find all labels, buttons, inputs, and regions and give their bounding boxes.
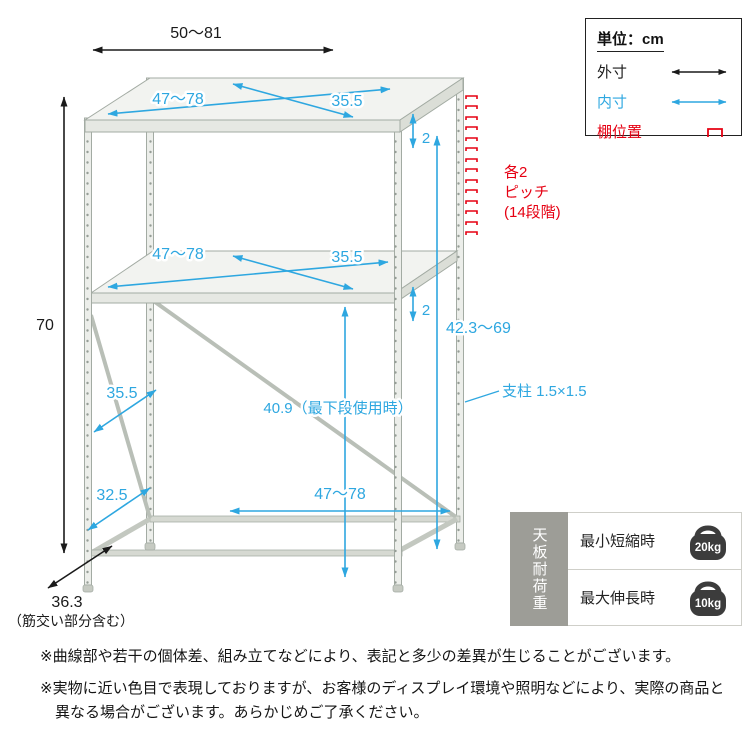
- dim-inner-height: 42.3〜69: [446, 320, 511, 337]
- rack-middle-shelf: [89, 250, 459, 304]
- rack-post-front-right: [394, 117, 402, 586]
- dim-mid-inner-width: 47〜78: [152, 246, 204, 263]
- dim-side-inner-depth: 32.5: [96, 487, 127, 504]
- dim-line-side-inner-depth: [87, 487, 151, 531]
- dim-side-depth: 35.5: [106, 385, 137, 402]
- dim-top-outer-width: 50〜81: [170, 25, 222, 42]
- post-size-leader-line: [464, 390, 500, 403]
- load-row-max-label: 最大伸長時: [580, 589, 656, 607]
- load-row-min: 最小短縮時 20kg: [568, 513, 741, 569]
- shelf-position-marks: [465, 95, 478, 235]
- load-row-min-weight: 20kg: [695, 542, 721, 554]
- rack-bottom-bar-left: [89, 516, 152, 556]
- rack-cross-brace-back: [153, 300, 458, 519]
- load-row-min-label: 最小短縮時: [580, 533, 656, 551]
- pitch-label-line3: (14段階): [504, 204, 561, 221]
- dim-line-top-depth: [232, 83, 354, 118]
- dim-total-height: 70: [36, 317, 54, 334]
- rack-dimension-diagram: 50〜81 70 36.3 （筋交い部分含む） 47〜78 35.5 2 47〜…: [8, 25, 587, 629]
- dim-under-shelf-height: 40.9（最下段使用時）: [263, 400, 412, 417]
- post-size-label: 支柱 1.5×1.5: [502, 383, 587, 400]
- unit-legend-box: 単位：cm 外寸 内寸 棚位置: [585, 18, 742, 141]
- rack-bottom-bar-right: [393, 516, 459, 556]
- load-capacity-header-line1: 天板: [530, 526, 548, 561]
- dim-line-mid-depth: [232, 255, 354, 290]
- rack-post-back-right: [456, 77, 464, 544]
- dim-mid-depth: 35.5: [331, 249, 362, 266]
- dim-top-thickness: 2: [422, 130, 430, 147]
- kettlebell-weight-icon: 20kg: [690, 525, 726, 560]
- rack-post-front-left: [84, 117, 92, 586]
- inner-dimension-label: 内寸: [597, 94, 628, 111]
- outer-dimension-arrow-icon: [671, 68, 727, 75]
- dim-line-side-depth: [93, 389, 157, 433]
- dim-base-depth: 36.3: [51, 594, 82, 611]
- footnote-2: ※実物に近い色目で表現しておりますが、お客様のディスプレイ環境や照明などにより、…: [40, 680, 725, 721]
- dim-top-depth: 35.5: [331, 93, 362, 110]
- unit-label: 単位：cm: [597, 28, 664, 52]
- rack-post-back-left: [146, 77, 154, 544]
- load-capacity-header-line2: 耐荷重: [530, 560, 548, 612]
- rack-bottom-bar-back: [149, 515, 461, 523]
- pitch-label-line1: 各2: [504, 164, 527, 181]
- outer-dimension-label: 外寸: [597, 64, 628, 81]
- dim-base-depth-note: （筋交い部分含む）: [8, 613, 134, 629]
- legend-row-outer: 外寸: [597, 61, 730, 82]
- pitch-label-line2: ピッチ: [504, 184, 549, 201]
- dim-bottom-inner-width: 47〜78: [314, 486, 366, 503]
- footnote-1: ※曲線部や若干の個体差、組み立てなどにより、表記と多少の差異が生じることがござい…: [40, 648, 681, 665]
- load-capacity-rows: 最小短縮時 20kg 最大伸長時 10kg: [568, 512, 742, 626]
- legend-row-inner: 内寸: [597, 91, 730, 112]
- load-row-max-weight: 10kg: [695, 598, 721, 610]
- shelf-position-label: 棚位置: [597, 124, 643, 141]
- dim-mid-thickness: 2: [422, 302, 430, 319]
- load-capacity-box: 天板 耐荷重 最小短縮時 20kg 最大伸長時 10kg: [510, 512, 742, 626]
- load-row-max: 最大伸長時 10kg: [568, 568, 741, 626]
- footnotes: ※曲線部や若干の個体差、組み立てなどにより、表記と多少の差異が生じることがござい…: [40, 645, 732, 733]
- dim-top-inner-width: 47〜78: [152, 91, 204, 108]
- load-capacity-header: 天板 耐荷重: [510, 512, 568, 626]
- shelf-position-mark-icon: [707, 127, 723, 137]
- kettlebell-weight-icon: 10kg: [690, 581, 726, 617]
- dim-line-base-depth: [47, 545, 113, 589]
- legend-row-shelf-position: 棚位置: [597, 121, 730, 142]
- inner-dimension-arrow-icon: [671, 98, 727, 105]
- rack-top-shelf: [83, 77, 465, 133]
- rack-bottom-bar-front: [87, 549, 403, 557]
